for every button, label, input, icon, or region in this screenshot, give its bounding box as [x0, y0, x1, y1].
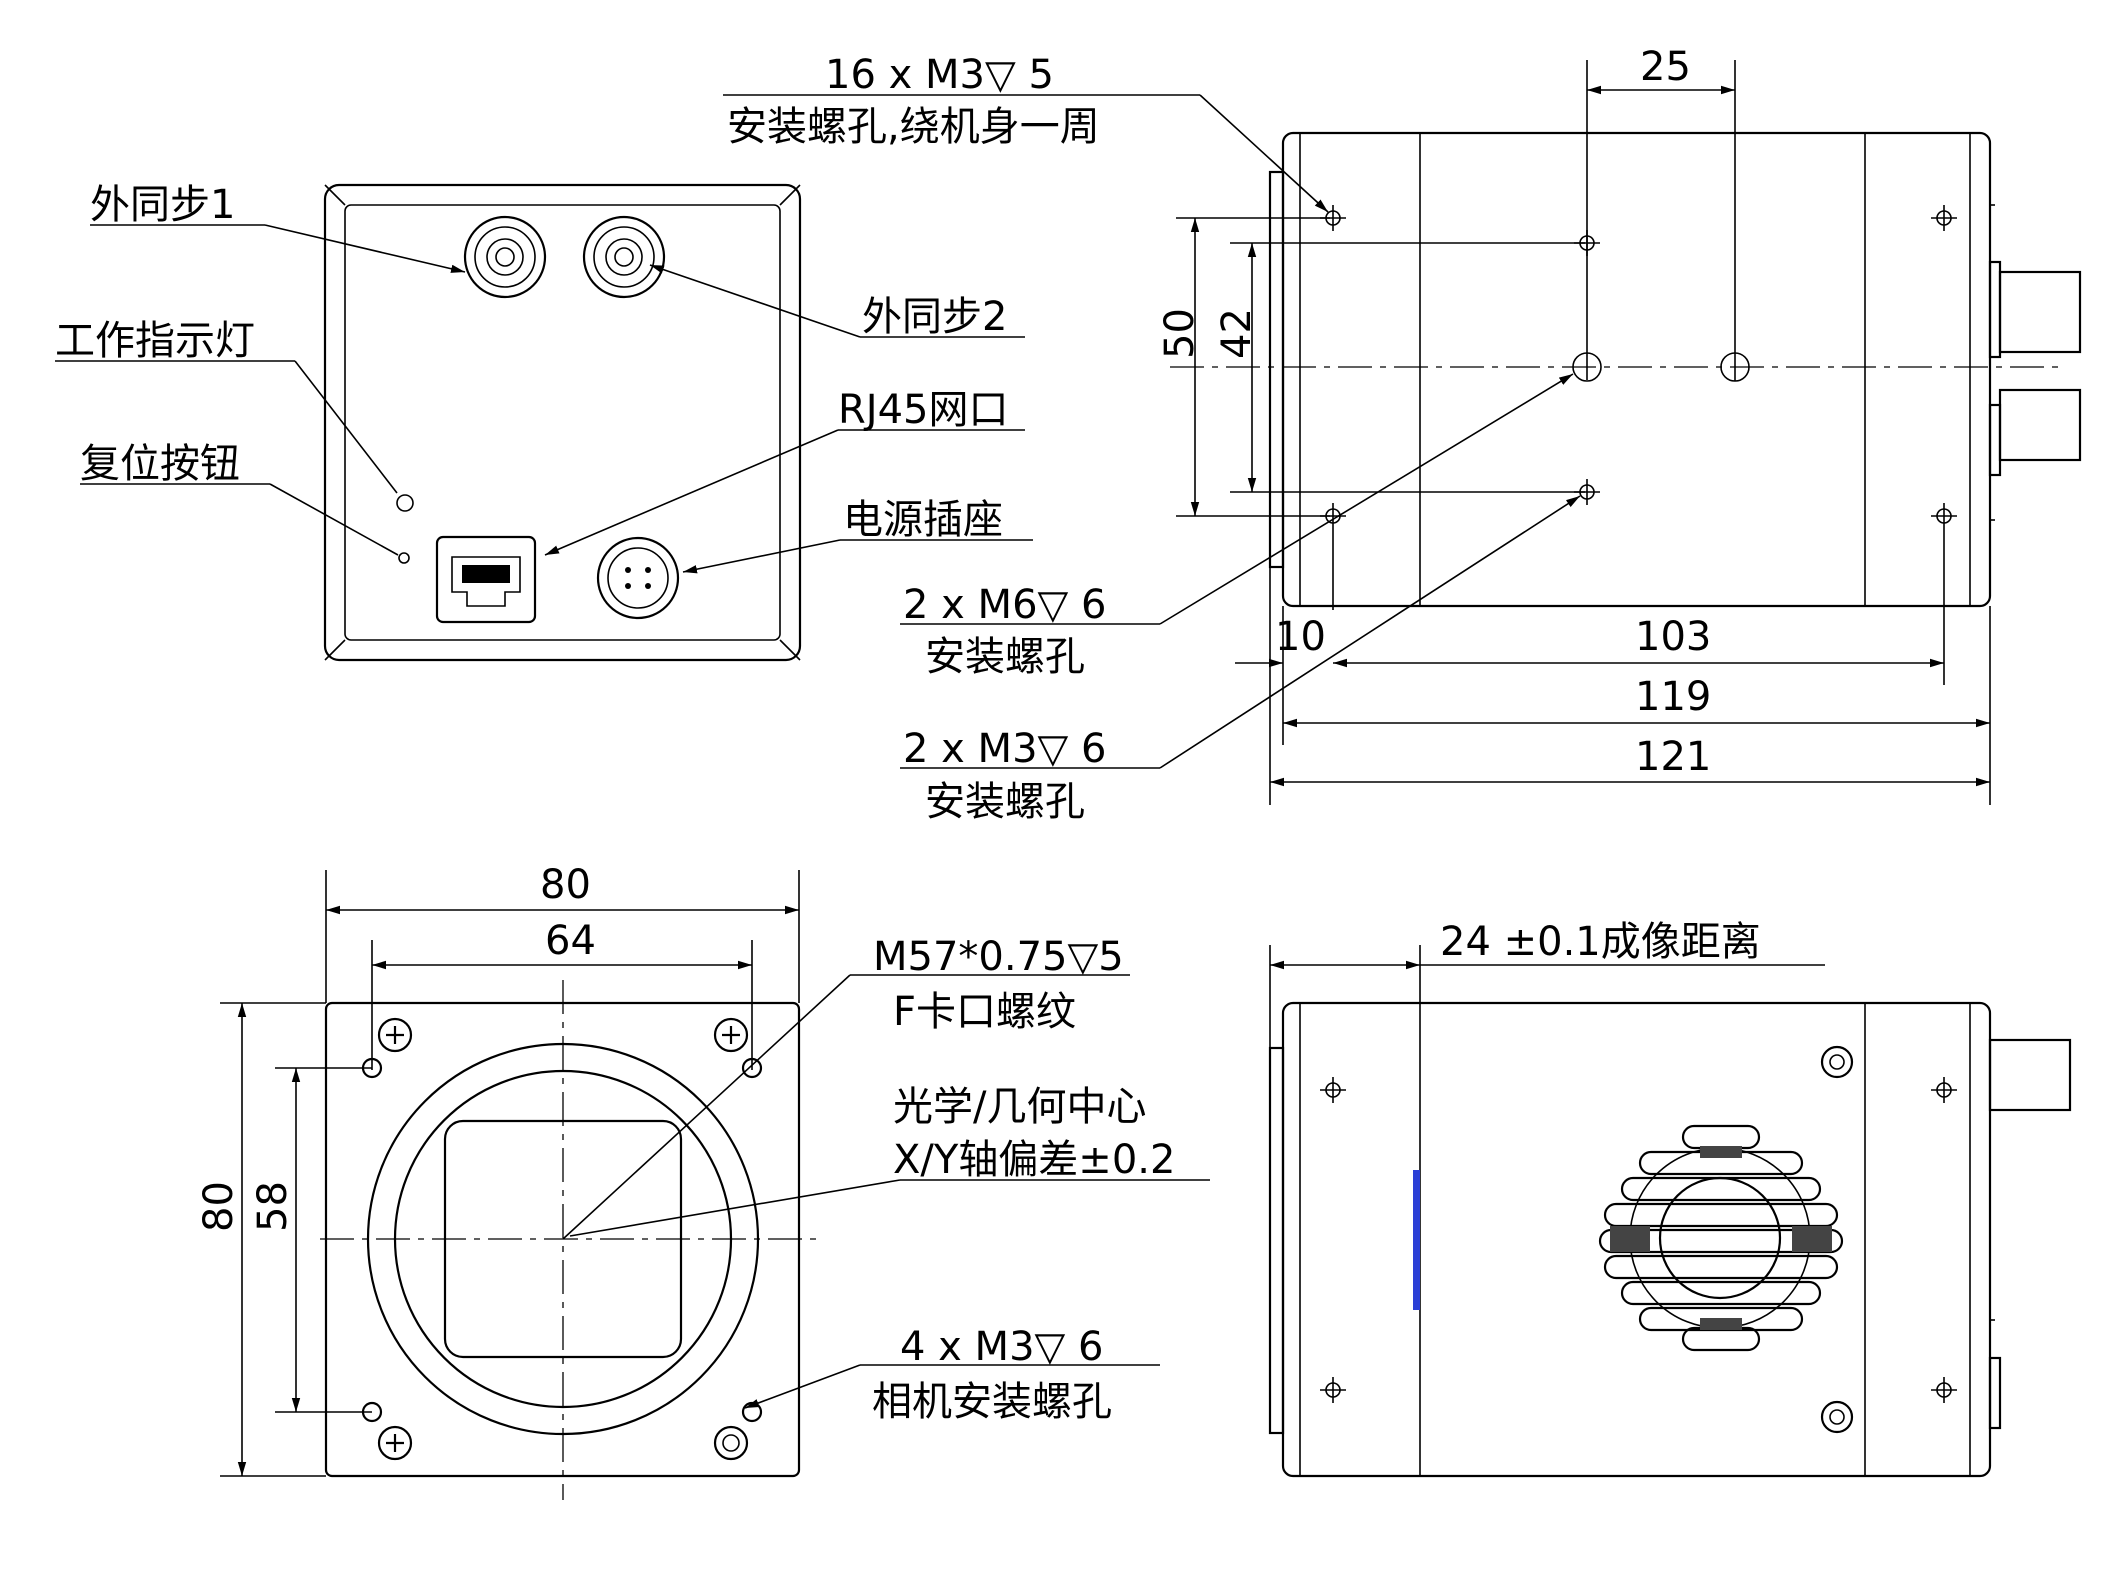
- screw-top-left: [377, 1017, 413, 1053]
- label-m6-desc: 安装螺孔: [925, 634, 1085, 680]
- hole-upper-right: [741, 1057, 763, 1079]
- m6-hole-left: [1572, 60, 1602, 382]
- label-m6-spec: 2 x M6▽ 6: [903, 582, 1106, 628]
- dim-10: 10: [1275, 614, 1326, 660]
- reset-button-hole: [398, 552, 410, 564]
- label-ext-sync-2: 外同步2: [862, 294, 1007, 340]
- screw-top-right: [713, 1017, 749, 1053]
- bnc-connector-1: [463, 215, 547, 299]
- m6-hole-right: [1720, 60, 1750, 382]
- label-imaging-distance: 24 ±0.1成像距离: [1440, 919, 1761, 965]
- bnc-connector-2: [582, 215, 666, 299]
- side-hole-4: [1931, 1377, 1957, 1403]
- side-mount-hole-bottom: [1820, 1400, 1854, 1434]
- work-indicator-led: [396, 494, 414, 512]
- back-view: [55, 183, 1033, 662]
- front-view: [220, 870, 1210, 1500]
- m3-hole-bottom-right: [1931, 503, 1957, 685]
- hole-lower-left: [361, 1401, 383, 1423]
- dim-121: 121: [1635, 734, 1711, 780]
- label-rj45-port: RJ45网口: [838, 387, 1009, 433]
- power-connector: [596, 536, 680, 620]
- label-work-indicator: 工作指示灯: [55, 318, 255, 364]
- dim-front-inner-h: 58: [250, 1181, 296, 1232]
- label-top-holes-desc: 安装螺孔,绕机身一周: [727, 104, 1100, 150]
- label-fmount-spec: M57*0.75▽5: [873, 934, 1124, 980]
- label-fmount-desc: F卡口螺纹: [893, 989, 1076, 1035]
- label-reset-button: 复位按钮: [80, 441, 240, 487]
- label-camera-holes-spec: 4 x M3▽ 6: [900, 1324, 1103, 1370]
- sensor-plane-mark: [1413, 1170, 1420, 1310]
- dim-42: 42: [1214, 308, 1260, 359]
- rj45-connector: [435, 535, 537, 624]
- label-top-holes-spec: 16 x M3▽ 5: [825, 52, 1054, 98]
- dim-front-height: 80: [196, 1181, 242, 1232]
- side-hole-1: [1320, 1077, 1346, 1103]
- side-hole-2: [1320, 1377, 1346, 1403]
- label-m3-desc: 安装螺孔: [925, 779, 1085, 825]
- m3-hole-top-right: [1931, 205, 1957, 231]
- dim-25: 25: [1640, 44, 1691, 90]
- label-optical-center-2: X/Y轴偏差±0.2: [893, 1137, 1175, 1183]
- side-mount-hole-top: [1820, 1045, 1854, 1079]
- label-m3-spec: 2 x M3▽ 6: [903, 726, 1106, 772]
- dim-front-inner: 64: [545, 918, 596, 964]
- side-view: [1268, 945, 2072, 1478]
- dim-119: 119: [1635, 674, 1711, 720]
- screw-bottom-left: [377, 1425, 413, 1461]
- label-power-socket: 电源插座: [843, 497, 1003, 543]
- dim-103: 103: [1635, 614, 1711, 660]
- top-view: [723, 60, 2082, 805]
- label-camera-holes-desc: 相机安装螺孔: [872, 1379, 1112, 1425]
- dim-front-width: 80: [540, 862, 591, 908]
- dim-50: 50: [1157, 308, 1203, 359]
- mount-hole-bottom-right: [713, 1425, 749, 1461]
- label-optical-center-1: 光学/几何中心: [893, 1084, 1146, 1130]
- hole-upper-left: [361, 1057, 383, 1079]
- label-ext-sync-1: 外同步1: [90, 182, 235, 228]
- side-hole-3: [1931, 1077, 1957, 1103]
- fan-grille: [1598, 1124, 1844, 1352]
